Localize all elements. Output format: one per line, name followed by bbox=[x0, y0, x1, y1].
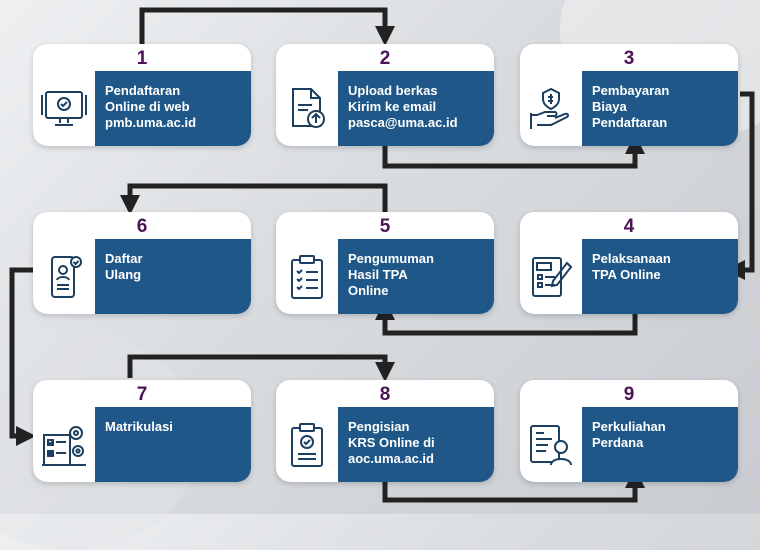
clipboard-check-icon bbox=[276, 407, 338, 482]
file-upload-icon bbox=[276, 71, 338, 146]
flow-connectors bbox=[9, 7, 755, 503]
step-label: Upload berkas Kirim ke email pasca@uma.a… bbox=[348, 83, 458, 130]
mobile-profile-icon bbox=[33, 239, 95, 314]
arrow-2-to-3 bbox=[382, 134, 645, 169]
step-number: 4 bbox=[623, 216, 635, 237]
step-card-5: 5 Pengumuman Hasil TPA Online bbox=[276, 212, 494, 314]
step-label: Pengumuman Hasil TPA Online bbox=[348, 251, 434, 298]
money-hand-icon bbox=[520, 71, 582, 146]
step-number: 9 bbox=[623, 384, 635, 405]
step-card-2: 2 Upload berkas Kirim ke email pasca@uma… bbox=[276, 44, 494, 146]
arrow-6-to-7 bbox=[9, 267, 36, 446]
test-paper-icon bbox=[520, 239, 582, 314]
clipboard-list-icon bbox=[276, 239, 338, 314]
document-person-icon bbox=[520, 407, 582, 482]
arrow-7-to-8 bbox=[127, 354, 395, 382]
step-card-4: 4 Pelaksanaan TPA Online bbox=[520, 212, 738, 314]
step-label: Daftar Ulang bbox=[105, 251, 143, 282]
step-number: 5 bbox=[379, 216, 391, 237]
step-label: Perkuliahan Perdana bbox=[592, 419, 666, 450]
step-label: Pembayaran Biaya Pendaftaran bbox=[592, 83, 670, 130]
arrow-1-to-2 bbox=[139, 7, 395, 46]
monitor-check-icon bbox=[33, 71, 95, 146]
step-number: 2 bbox=[379, 48, 391, 69]
step-card-3: 3 Pembayaran Biaya Pendaftaran bbox=[520, 44, 738, 146]
step-label: Pendaftaran Online di web pmb.uma.ac.id bbox=[105, 83, 197, 130]
step-number: 7 bbox=[136, 384, 148, 405]
step-number: 6 bbox=[136, 216, 148, 237]
step-card-7: 7 Matrikulasi bbox=[33, 380, 251, 482]
step-number: 3 bbox=[623, 48, 635, 69]
step-number: 1 bbox=[136, 48, 148, 69]
step-card-1: 1 Pendaftaran Online di web pmb.uma.ac.i… bbox=[33, 44, 251, 146]
step-card-9: 9 Perkuliahan Perdana bbox=[520, 380, 738, 482]
step-label: Pelaksanaan TPA Online bbox=[592, 251, 671, 282]
arrow-3-to-4 bbox=[725, 91, 755, 280]
step-card-6: 6 Daftar Ulang bbox=[33, 212, 251, 314]
arrow-4-to-5 bbox=[375, 300, 638, 336]
arrow-5-to-6 bbox=[120, 183, 388, 215]
checklist-gears-icon bbox=[33, 407, 95, 482]
step-number: 8 bbox=[379, 384, 391, 405]
step-label: Pengisian KRS Online di aoc.uma.ac.id bbox=[348, 419, 435, 466]
step-card-8: 8 Pengisian KRS Online di aoc.uma.ac.id bbox=[276, 380, 494, 482]
arrow-8-to-9 bbox=[382, 468, 645, 503]
step-label: Matrikulasi bbox=[105, 419, 173, 434]
